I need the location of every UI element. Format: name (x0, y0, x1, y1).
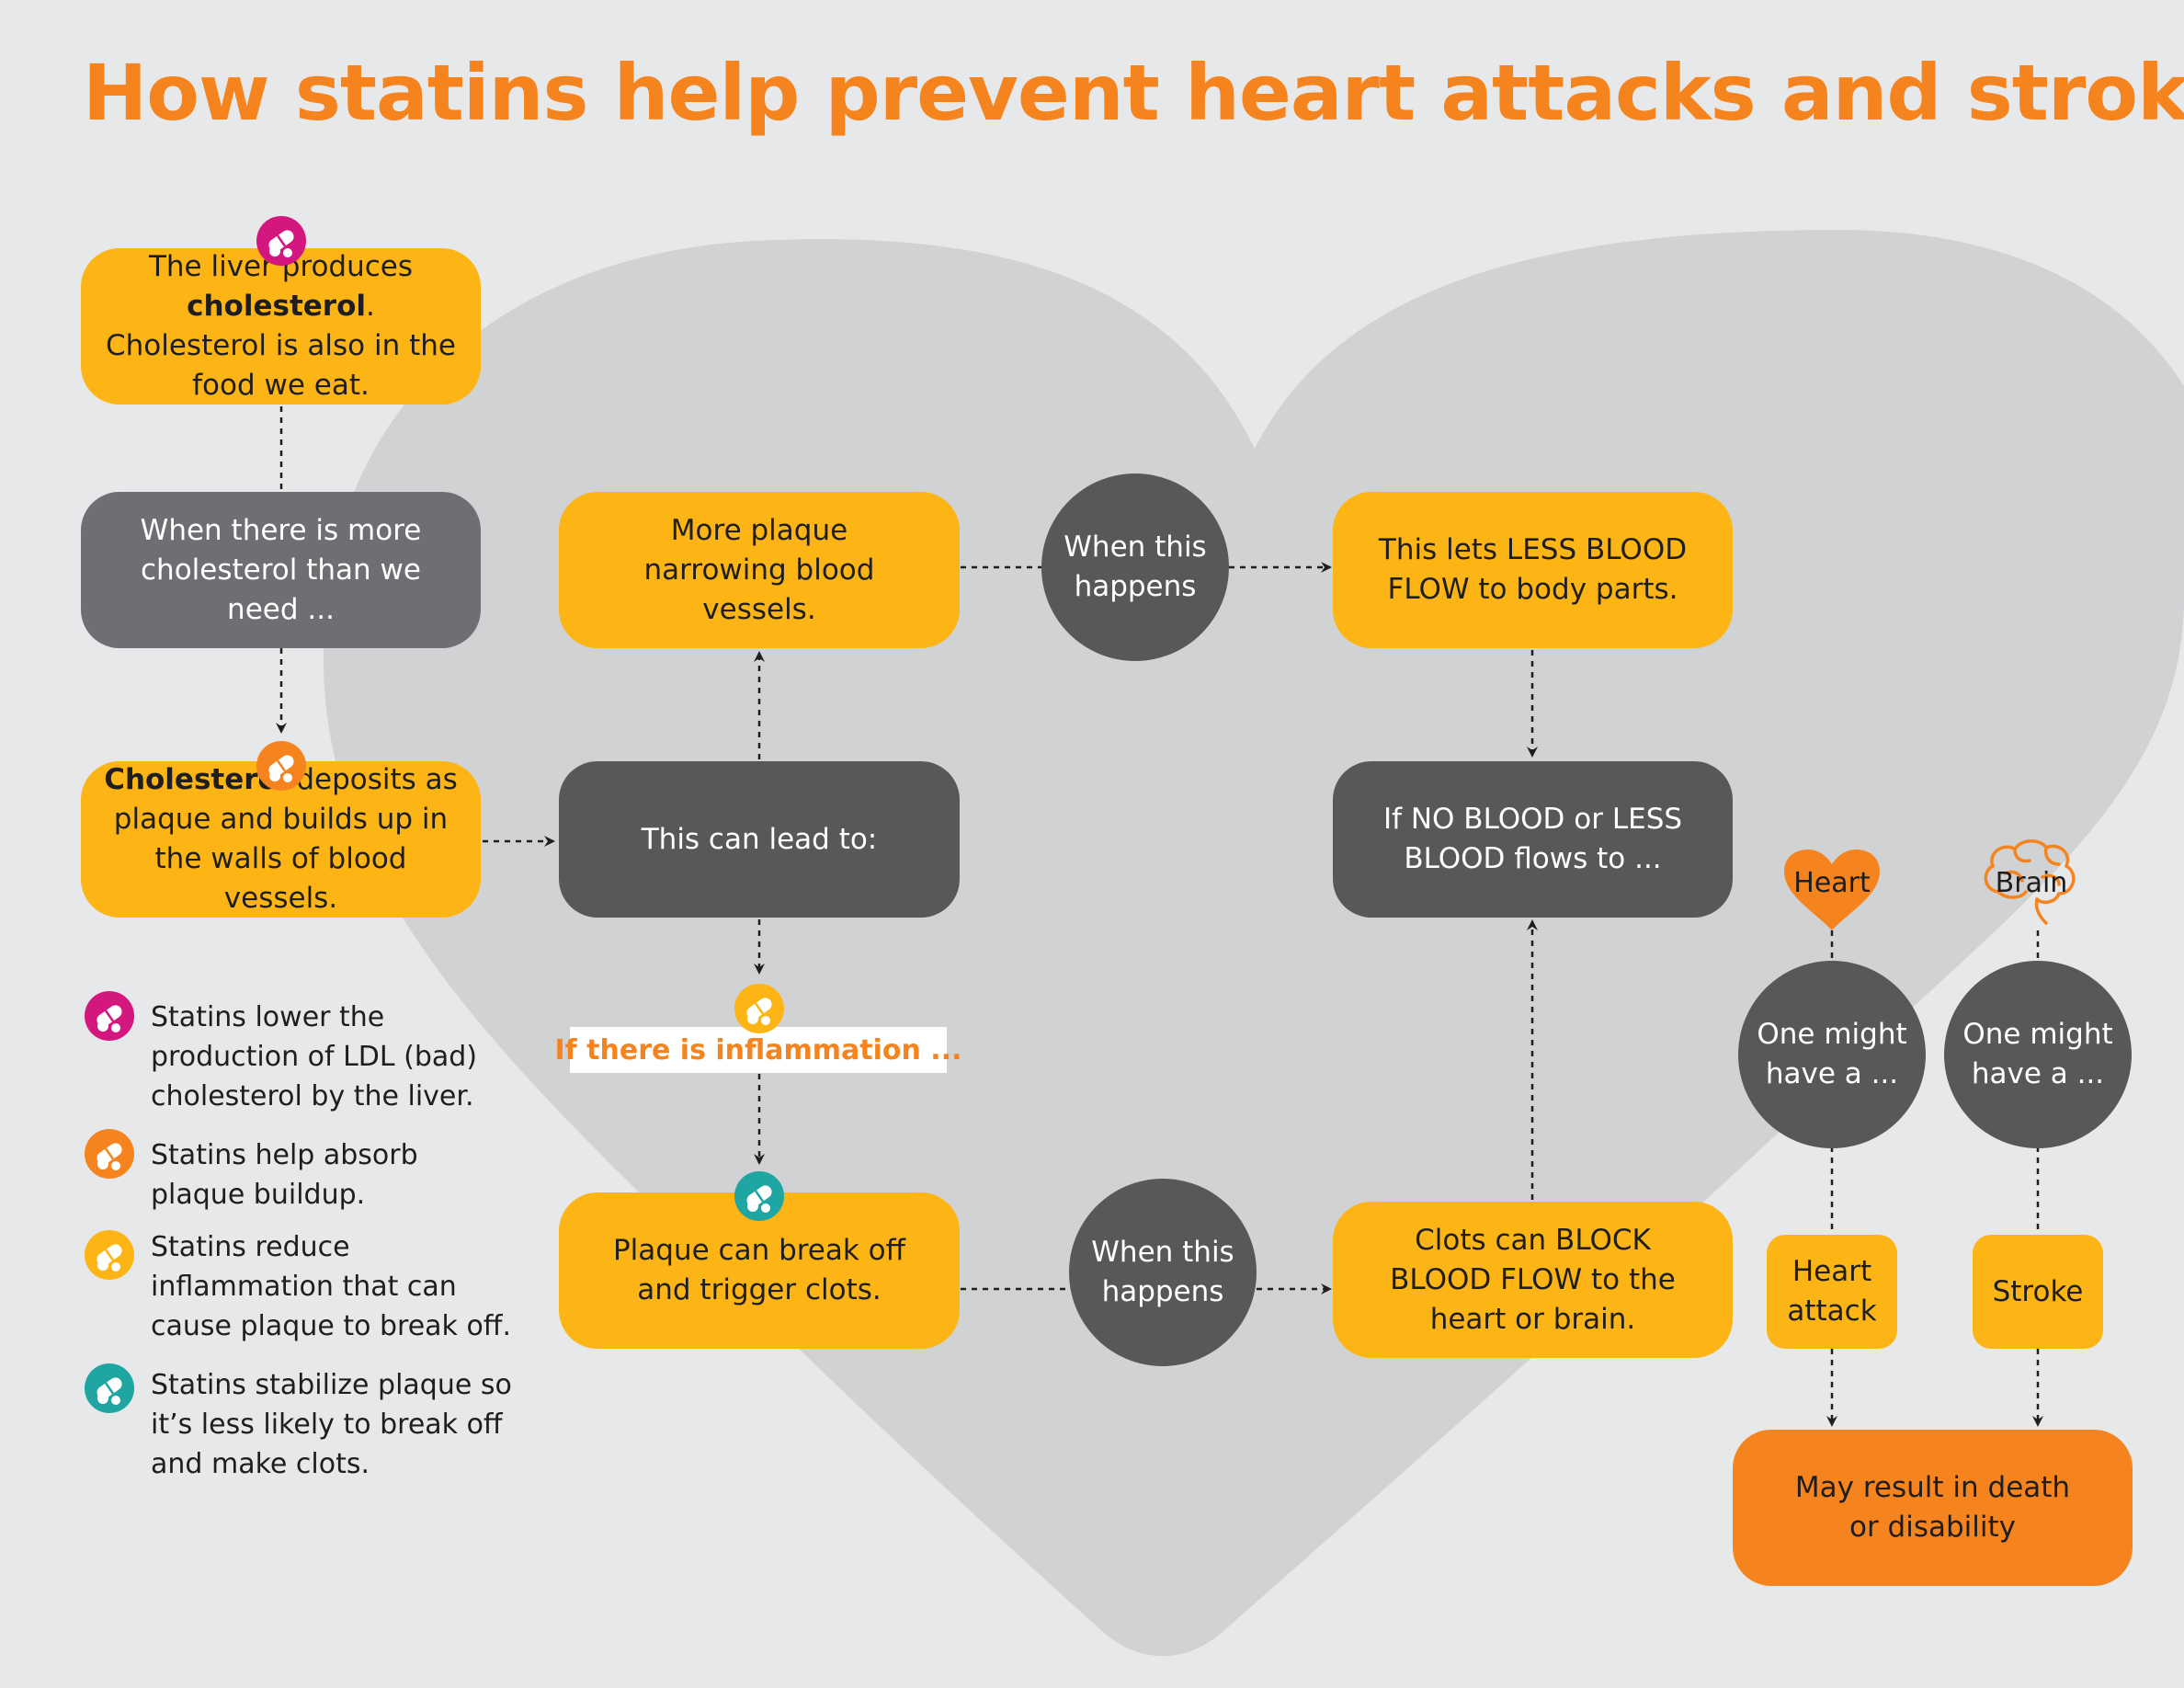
legend-pill-icon-yellow (85, 1230, 134, 1280)
can-lead-to-box: This can lead to: (559, 761, 960, 918)
liver-produces-box: The liver produces cholesterol. Choleste… (81, 248, 481, 405)
more-plaque-box: More plaque narrowing blood vessels. (559, 492, 960, 648)
heart-icon (1784, 850, 1880, 930)
legend-item: Statins lower the production of LDL (bad… (151, 1001, 478, 1112)
pill-icon-orange (256, 741, 306, 791)
page-title: How statins help prevent heart attacks a… (83, 48, 2184, 138)
legend-item: Statins help absorb plaque buildup. (151, 1139, 418, 1211)
legend-item: Statins stabilize plaque so it’s less li… (151, 1369, 512, 1480)
death-or-disability-box: May result in death or disability (1733, 1430, 2133, 1586)
brain-label: Brain (1995, 867, 2068, 899)
plaque-break-off-box: Plaque can break off and trigger clots. (559, 1192, 960, 1349)
legend-item: Statins reduce inflammation that can cau… (151, 1231, 512, 1342)
more-cholesterol-box: When there is more cholesterol than we n… (81, 492, 481, 648)
legend-pill-icon-orange (85, 1129, 134, 1179)
clots-block-box: Clots can BLOCK BLOOD FLOW to the heart … (1333, 1202, 1733, 1358)
inflammation-label: If there is inflammation ... (555, 1027, 962, 1073)
pill-icon-teal (734, 1171, 784, 1221)
pill-icon-magenta (256, 216, 306, 266)
stroke-box: Stroke (1973, 1235, 2103, 1349)
when-this-happens-top: When this happens (1041, 473, 1229, 661)
less-blood-flow-box: This lets LESS BLOOD FLOW to body parts. (1333, 492, 1733, 648)
might-have-heart-circle: One might have a ... (1738, 961, 1926, 1148)
legend-pill-icon-magenta (85, 991, 134, 1041)
heart-attack-box: Heart attack (1767, 1235, 1897, 1349)
brain-icon (1984, 839, 2076, 925)
heart-label: Heart (1793, 867, 1871, 899)
when-this-happens-bottom: When this happens (1069, 1179, 1257, 1366)
pill-icon-yellow (734, 984, 784, 1033)
might-have-brain-circle: One might have a ... (1944, 961, 2132, 1148)
no-blood-flows-box: If NO BLOOD or LESS BLOOD flows to ... (1333, 761, 1733, 918)
legend-pill-icon-teal (85, 1363, 134, 1413)
